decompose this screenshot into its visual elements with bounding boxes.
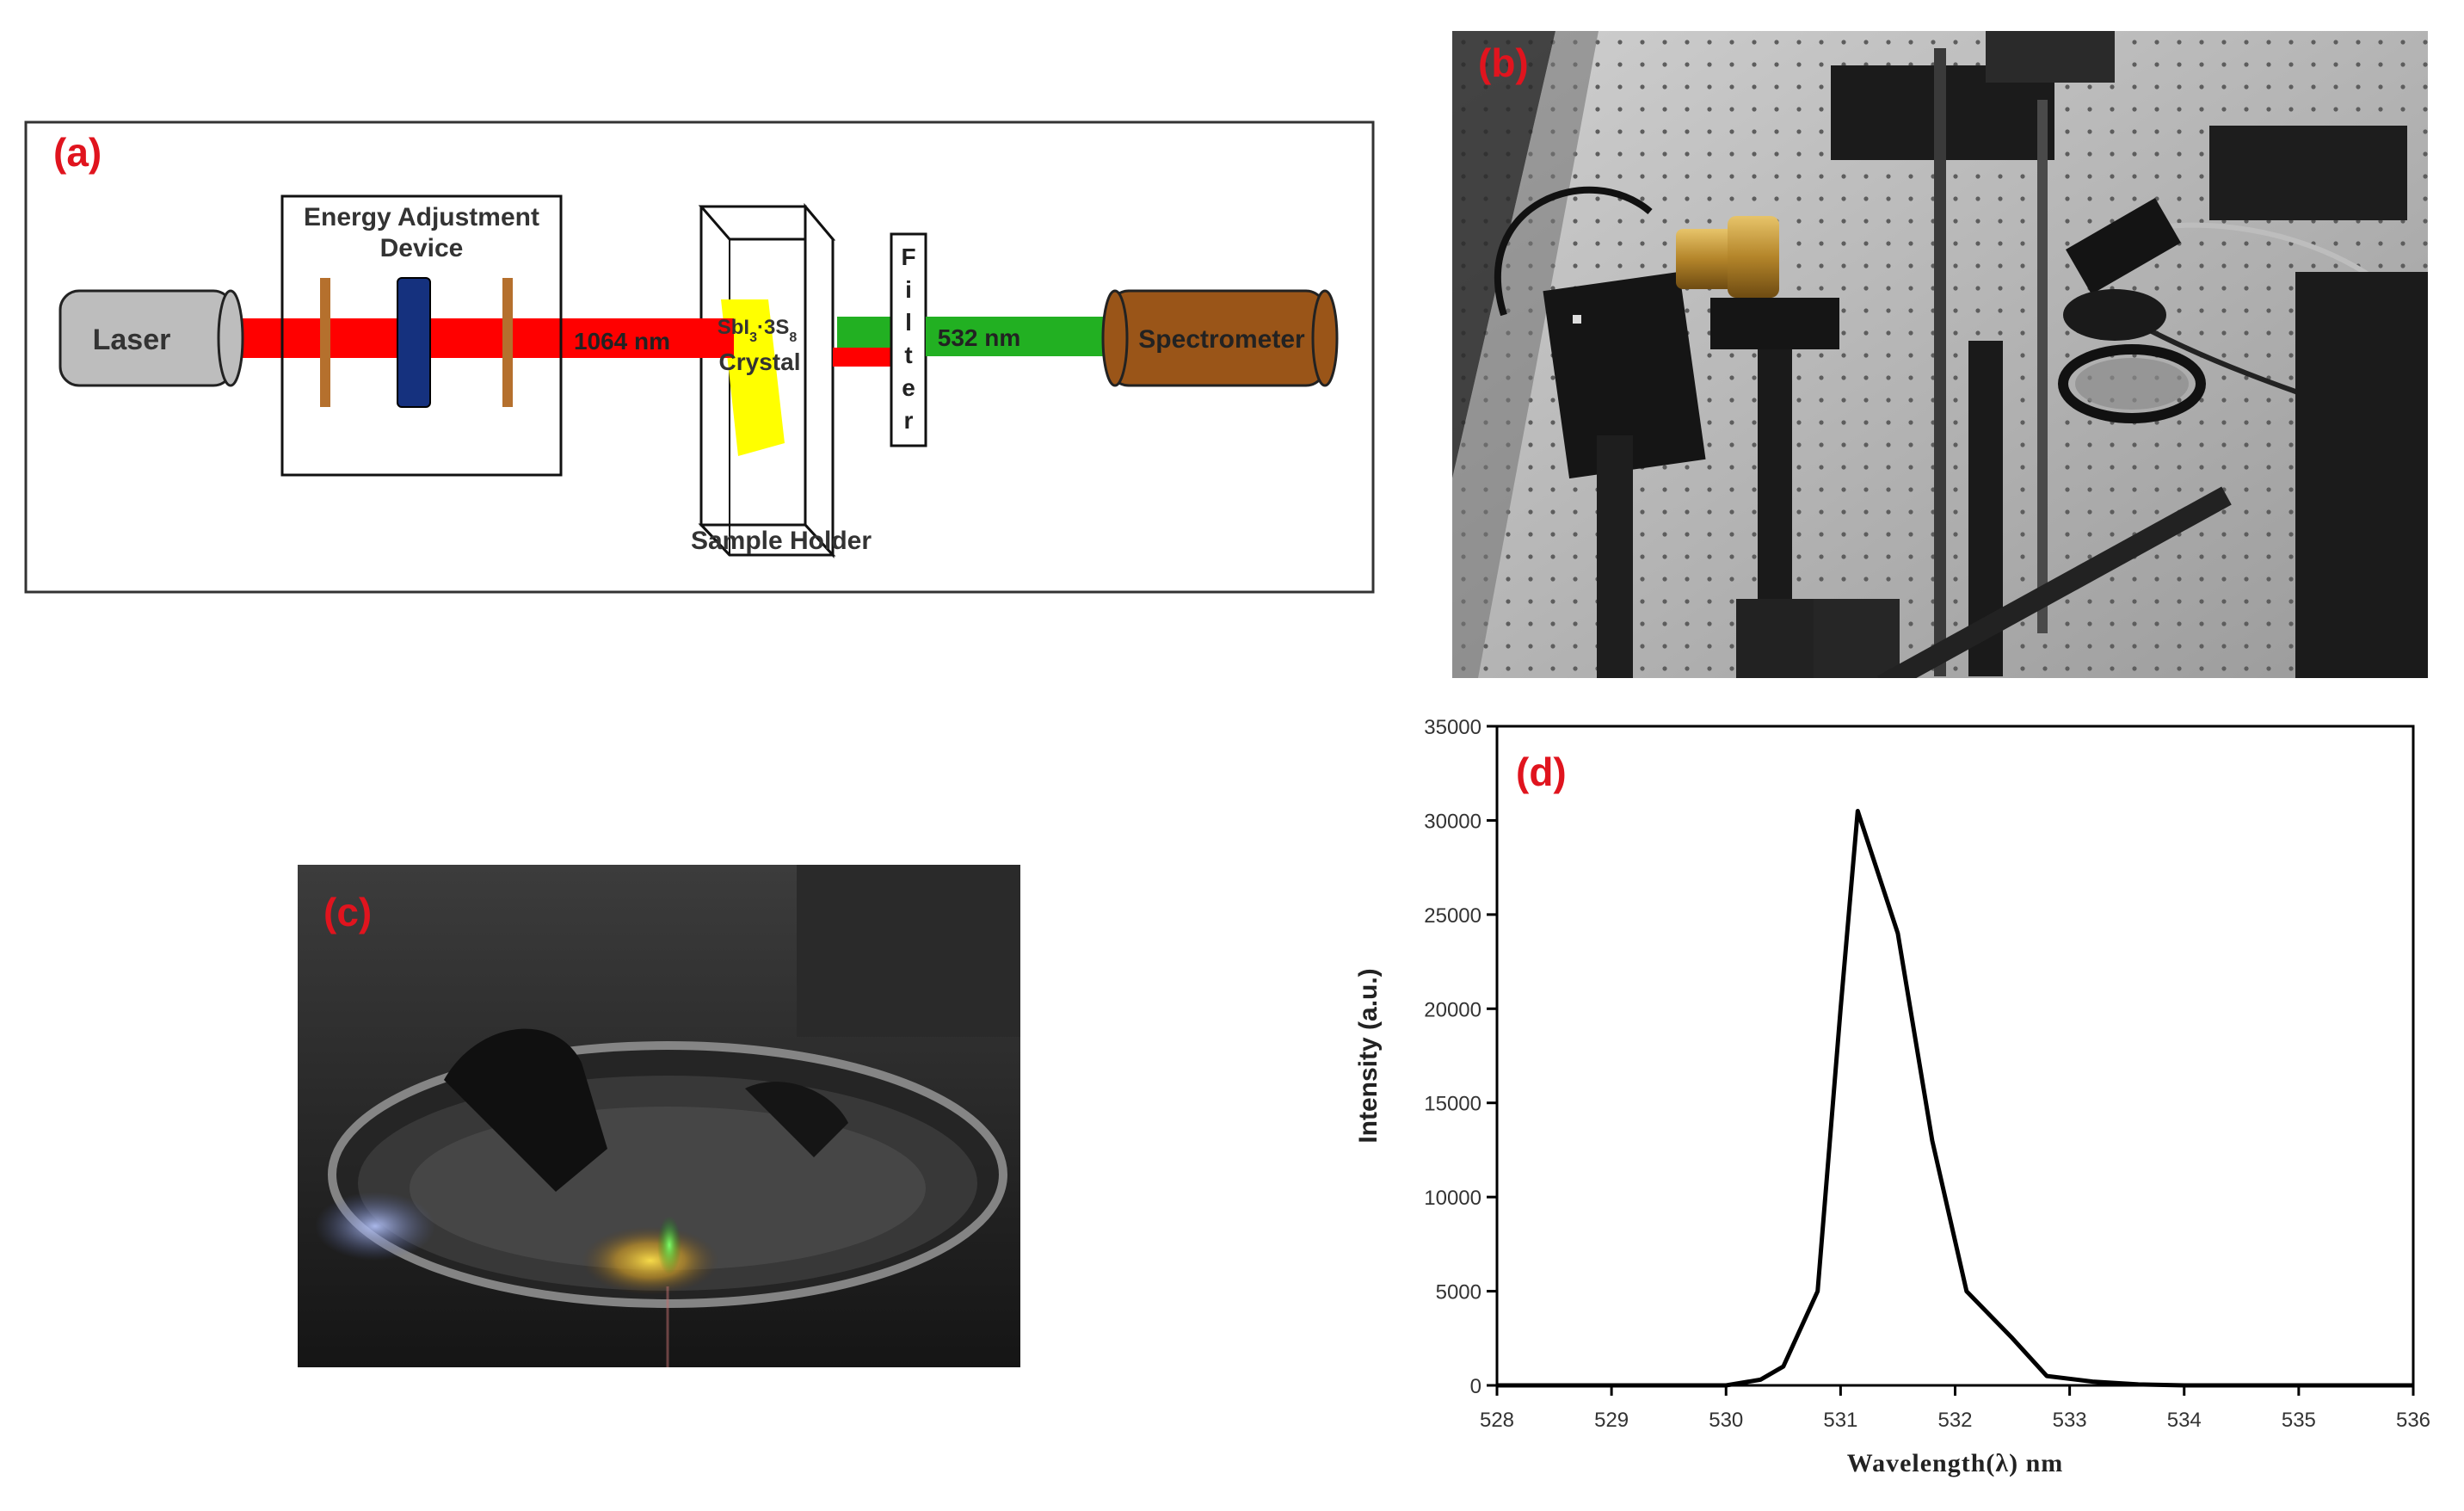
schematic-diagram: Energy Adjustment Device Laser 1064 nm S… [24, 120, 1375, 594]
green-beam [926, 317, 1108, 356]
setup-photo [1452, 31, 2428, 694]
ir-wavelength-label: 1064 nm [574, 328, 670, 355]
plot-frame [1495, 725, 2415, 1387]
x-tick-label: 533 [2053, 1409, 2087, 1432]
panel-a-label: (a) [53, 130, 102, 175]
crystal-glow-photo [298, 865, 1020, 1367]
ir-beam [226, 318, 699, 358]
x-tick-label: 529 [1594, 1409, 1629, 1432]
x-tick-label: 532 [1937, 1409, 1972, 1432]
x-tick-label: 536 [2396, 1409, 2430, 1432]
filter-letter: r [904, 407, 914, 434]
panel-c-label: (c) [323, 890, 373, 934]
sample-holder [698, 202, 836, 558]
sample-holder-label: Sample Holder [691, 527, 872, 555]
filter-letter: l [905, 309, 912, 336]
panel-c-crystal-photo: (c) [298, 865, 1020, 1367]
y-tick-label: 0 [1470, 1375, 1481, 1398]
spectrum-chart: 528 529 530 531 532 533 534 535 536 0 5000 10000 150… [1354, 716, 2430, 1477]
waveplate-right [502, 278, 513, 407]
energy-device-label-2: Device [380, 234, 464, 262]
filter-letter: e [902, 374, 915, 401]
filter-letter: i [905, 276, 912, 303]
energy-adjustment-device [280, 194, 563, 477]
crystal [721, 299, 785, 456]
polarizer [397, 277, 431, 408]
laser-label: Laser [93, 324, 171, 356]
ir-beam-into-crystal [699, 318, 734, 358]
y-tick-label: 30000 [1424, 810, 1481, 833]
x-tick-label: 528 [1480, 1409, 1514, 1432]
panel-d-spectrum-chart: 528 529 530 531 532 533 534 535 536 0 5000 10000 150… [1342, 706, 2461, 1507]
x-tick-label: 534 [2167, 1409, 2202, 1432]
residual-ir-beam [833, 348, 906, 367]
intensity-series-line [1497, 809, 2413, 1388]
y-tick-label: 35000 [1424, 716, 1481, 739]
panel-b-label: (b) [1478, 40, 1529, 85]
y-tick-label: 15000 [1424, 1093, 1481, 1116]
spectrometer: Spectrometer [1101, 289, 1339, 387]
crystal-word: Crystal [719, 348, 801, 375]
y-axis-label: Intensity (a.u.) [1354, 968, 1383, 1143]
filter-letter: t [904, 342, 912, 368]
y-tick-label: 25000 [1424, 904, 1481, 928]
panel-d-label: (d) [1516, 749, 1567, 794]
energy-device-label-1: Energy Adjustment [304, 203, 539, 231]
axis-ticks: 528 529 530 531 532 533 534 535 536 0 5000 10000 150… [1424, 716, 2430, 1432]
x-tick-label: 535 [2282, 1409, 2316, 1432]
filter-letter: F [901, 244, 915, 270]
x-axis-label: Wavelength(λ) nm [1847, 1449, 2064, 1477]
panel-b-setup-photo: (b) [1452, 31, 2428, 694]
panel-a-schematic: Energy Adjustment Device Laser 1064 nm S… [24, 120, 1375, 594]
crystal-formula: SbI3·3S8 [718, 316, 798, 345]
x-tick-label: 530 [1709, 1409, 1743, 1432]
y-tick-label: 10000 [1424, 1187, 1481, 1210]
waveplate-left [320, 278, 330, 407]
green-wavelength-label: 532 nm [938, 324, 1021, 351]
x-tick-label: 531 [1823, 1409, 1857, 1432]
spectrometer-label: Spectrometer [1138, 325, 1305, 354]
laser-source: Laser [59, 289, 244, 387]
y-tick-label: 5000 [1436, 1281, 1481, 1304]
y-tick-label: 20000 [1424, 998, 1481, 1021]
